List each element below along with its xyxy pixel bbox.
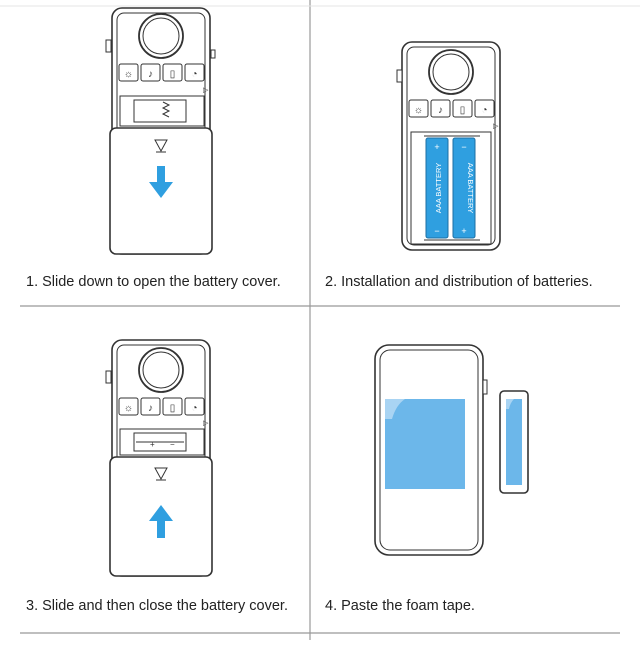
svg-text:▷: ▷ <box>493 123 499 130</box>
svg-text:+: + <box>461 226 466 236</box>
svg-text:♪: ♪ <box>438 105 443 116</box>
step-1-panel: ☼ ♪ ▯ ◔ ▷ 1. Slide down to open the batt… <box>0 0 320 320</box>
device-close-illustration: ☼ ♪ ▯ ◔ ▷ + − <box>105 339 213 577</box>
device-open-illustration: ☼ ♪ ▯ ◔ ▷ <box>105 7 216 255</box>
slide-up-arrow-icon <box>149 505 173 538</box>
step-4-caption: 4. Paste the foam tape. <box>325 598 475 614</box>
svg-text:▷: ▷ <box>203 420 209 427</box>
svg-text:◔: ◔ <box>191 403 197 414</box>
battery-installation-illustration: ☼ ♪ ▯ ◔ ▷ + − AAA BATTERY − + AAA BATTER… <box>396 41 501 251</box>
battery-right: − + AAA BATTERY <box>452 137 476 239</box>
alarm-icon: ☼ <box>124 69 133 80</box>
door-icon: ▯ <box>170 69 176 80</box>
slide-down-arrow-icon <box>149 166 173 198</box>
siren-icon: ◔ <box>191 69 197 80</box>
svg-text:▯: ▯ <box>170 403 176 414</box>
svg-text:+: + <box>434 142 439 152</box>
step-1-caption: 1. Slide down to open the battery cover. <box>26 274 281 290</box>
svg-text:+: + <box>150 440 155 449</box>
svg-text:AAA BATTERY: AAA BATTERY <box>466 163 475 214</box>
svg-text:☼: ☼ <box>124 403 133 414</box>
step-2-panel: ☼ ♪ ▯ ◔ ▷ + − AAA BATTERY − + AAA BATTER… <box>310 0 630 320</box>
foam-tape-sensor <box>506 399 522 485</box>
svg-text:−: − <box>170 440 175 449</box>
svg-text:☼: ☼ <box>414 105 423 116</box>
foam-tape-illustration <box>374 344 529 556</box>
foam-tape-main <box>385 399 465 489</box>
step-3-panel: ☼ ♪ ▯ ◔ ▷ + − 3. Slide and then close th… <box>0 325 320 645</box>
svg-text:▷: ▷ <box>203 87 209 94</box>
svg-text:◔: ◔ <box>481 105 487 116</box>
mode-buttons <box>118 63 205 82</box>
svg-text:AAA BATTERY: AAA BATTERY <box>434 163 443 214</box>
svg-text:♪: ♪ <box>148 403 153 414</box>
step-4-panel: 4. Paste the foam tape. <box>310 325 630 645</box>
step-2-caption: 2. Installation and distribution of batt… <box>325 274 593 290</box>
step-3-caption: 3. Slide and then close the battery cove… <box>26 598 288 614</box>
svg-text:−: − <box>461 142 466 152</box>
svg-text:▯: ▯ <box>460 105 466 116</box>
svg-text:−: − <box>434 226 439 236</box>
battery-left: + − AAA BATTERY <box>425 137 449 239</box>
chime-icon: ♪ <box>148 69 153 80</box>
